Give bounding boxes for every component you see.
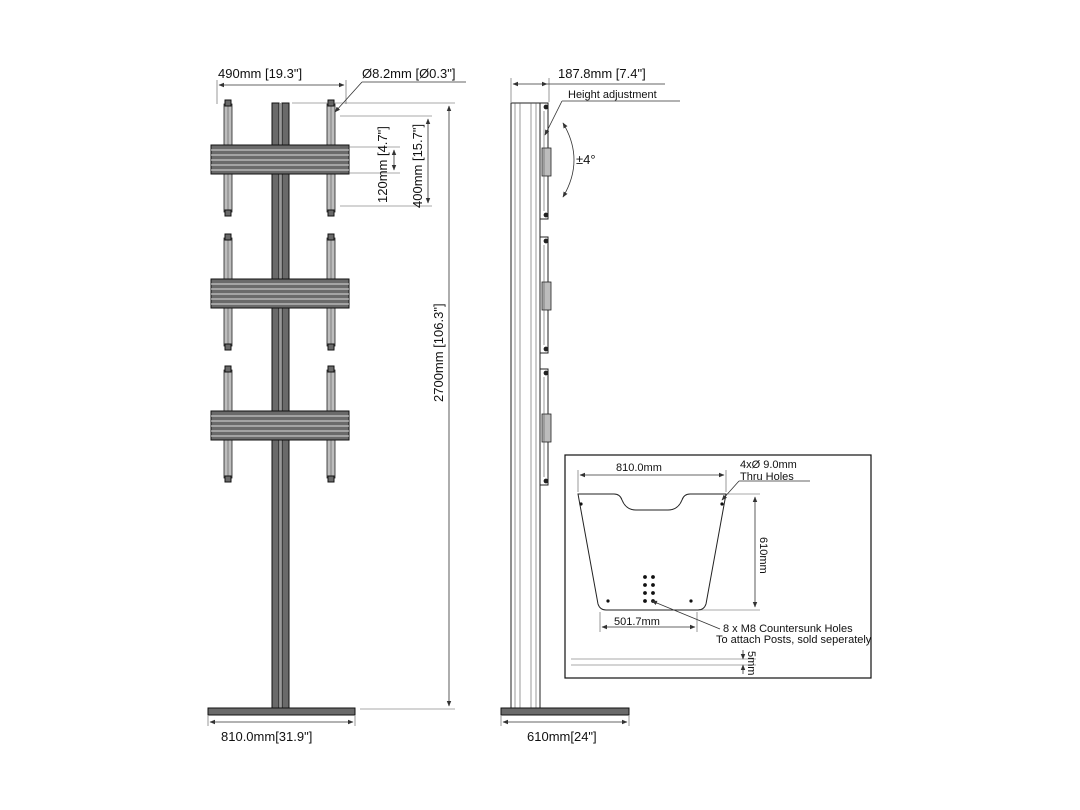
detail-depth-label: 610mm [757,537,769,574]
height-adjustment-label: Height adjustment [568,89,657,101]
offset-label: 120mm [4.7"] [375,126,390,203]
bracket-knob [327,365,335,373]
bracket-knob [224,365,232,373]
inner-offset-label: 501.7mm [614,616,660,628]
side-brackets [539,102,552,486]
side-bracket [539,368,552,486]
side-bracket-knob [543,212,549,218]
front-post-right [281,102,290,709]
thru-hole [689,599,693,603]
front-bracket [210,233,350,351]
countersunk-line2: To attach Posts, sold seperately [716,634,872,646]
side-view: 187.8mm [7.4"] Height adjustment ±4° 610… [500,66,680,744]
side-post [510,102,541,709]
front-post-left [271,102,280,709]
side-bracket-clamp [541,147,552,177]
detail-width-label: 810.0mm [616,462,662,474]
bracket-knob [224,209,232,217]
thru-hole [579,502,583,506]
side-bracket-knob [543,104,549,110]
front-base [207,707,356,716]
side-base [500,707,630,716]
base-plate-detail: 810.0mm 4xØ 9.0mm Thru Holes 610mm 501.7… [564,454,872,679]
base-width-label: 810.0mm[31.9"] [221,729,312,744]
front-bracket [210,99,350,217]
front-view: 490mm [19.3"] Ø8.2mm [Ø0.3"] 400mm [15.7… [207,66,466,744]
side-bracket-knob [543,346,549,352]
thru-hole [720,502,724,506]
bracket-knob [327,475,335,483]
base-depth-label: 610mm[24"] [527,729,597,744]
bracket-knob [224,343,232,351]
hole-diameter-label: Ø8.2mm [Ø0.3"] [362,66,455,81]
bracket-knob [224,475,232,483]
side-bracket-clamp [541,413,552,443]
side-bracket-knob [543,238,549,244]
thru-holes-line1: 4xØ 9.0mm [740,459,797,471]
side-bracket-clamp [541,281,552,311]
countersunk-line1: 8 x M8 Countersunk Holes [723,623,853,635]
front-bracket [210,365,350,483]
front-brackets [210,99,350,483]
front-width-label: 490mm [19.3"] [218,66,302,81]
total-height-label: 2700mm [106.3"] [431,303,446,402]
thickness-label: 5mm [745,651,757,675]
bracket-height-label: 400mm [15.7"] [410,124,425,208]
thru-holes-line2: Thru Holes [740,471,794,483]
tilt-label: ±4° [576,152,596,167]
side-bracket [539,236,552,354]
side-bracket-knob [543,370,549,376]
thru-hole [606,599,610,603]
bracket-knob [327,233,335,241]
bracket-knob [327,209,335,217]
bracket-knob [224,99,232,107]
side-depth-label: 187.8mm [7.4"] [558,66,646,81]
side-bracket [539,102,552,220]
side-bracket-knob [543,478,549,484]
bracket-knob [224,233,232,241]
bracket-knob [327,343,335,351]
base-plate-outline [577,493,727,611]
